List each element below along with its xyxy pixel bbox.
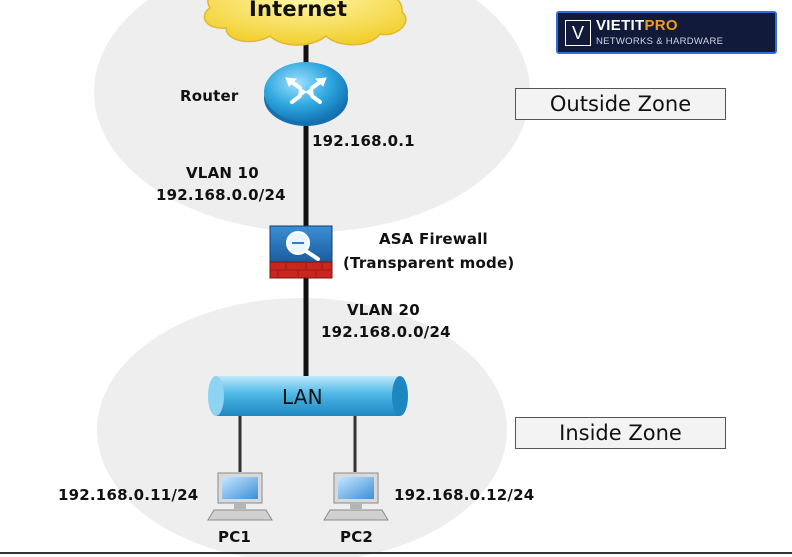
vlan10-network-label: 192.168.0.0/24 bbox=[156, 186, 286, 204]
inside-zone-box: Inside Zone bbox=[515, 417, 726, 449]
pc1-icon bbox=[207, 472, 273, 521]
vlan10-name-label: VLAN 10 bbox=[186, 164, 259, 182]
router-ip-label: 192.168.0.1 bbox=[312, 132, 415, 150]
pc1-label: PC1 bbox=[218, 528, 252, 546]
router-label: Router bbox=[180, 87, 239, 105]
logo-tagline: NETWORKS & HARDWARE bbox=[596, 36, 724, 47]
outside-zone-box: Outside Zone bbox=[515, 88, 726, 120]
pc2-label: PC2 bbox=[340, 528, 374, 546]
pc2-icon bbox=[323, 472, 389, 521]
lan-segment-icon bbox=[208, 376, 408, 416]
lan-label: LAN bbox=[282, 385, 323, 409]
internet-cloud-icon bbox=[203, 0, 407, 46]
asa-firewall-icon bbox=[269, 225, 333, 279]
pc1-ip-label: 192.168.0.11/24 bbox=[58, 486, 199, 504]
firewall-label-line1: ASA Firewall bbox=[379, 230, 488, 248]
inside-zone-area bbox=[97, 298, 507, 557]
pc2-ip-label: 192.168.0.12/24 bbox=[394, 486, 535, 504]
internet-label: Internet bbox=[249, 0, 348, 21]
bottom-border bbox=[0, 552, 792, 554]
router-icon bbox=[264, 62, 348, 126]
firewall-label-line2: (Transparent mode) bbox=[343, 254, 515, 272]
vlan20-network-label: 192.168.0.0/24 bbox=[321, 323, 451, 341]
vietitpro-logo: V VIETITPRO NETWORKS & HARDWARE bbox=[556, 11, 777, 54]
logo-name: VIETITPRO bbox=[596, 17, 678, 34]
vlan20-name-label: VLAN 20 bbox=[347, 301, 420, 319]
logo-name-part1: VIETIT bbox=[596, 17, 645, 34]
logo-name-part2: PRO bbox=[644, 17, 678, 34]
logo-mark-icon: V bbox=[565, 20, 591, 46]
